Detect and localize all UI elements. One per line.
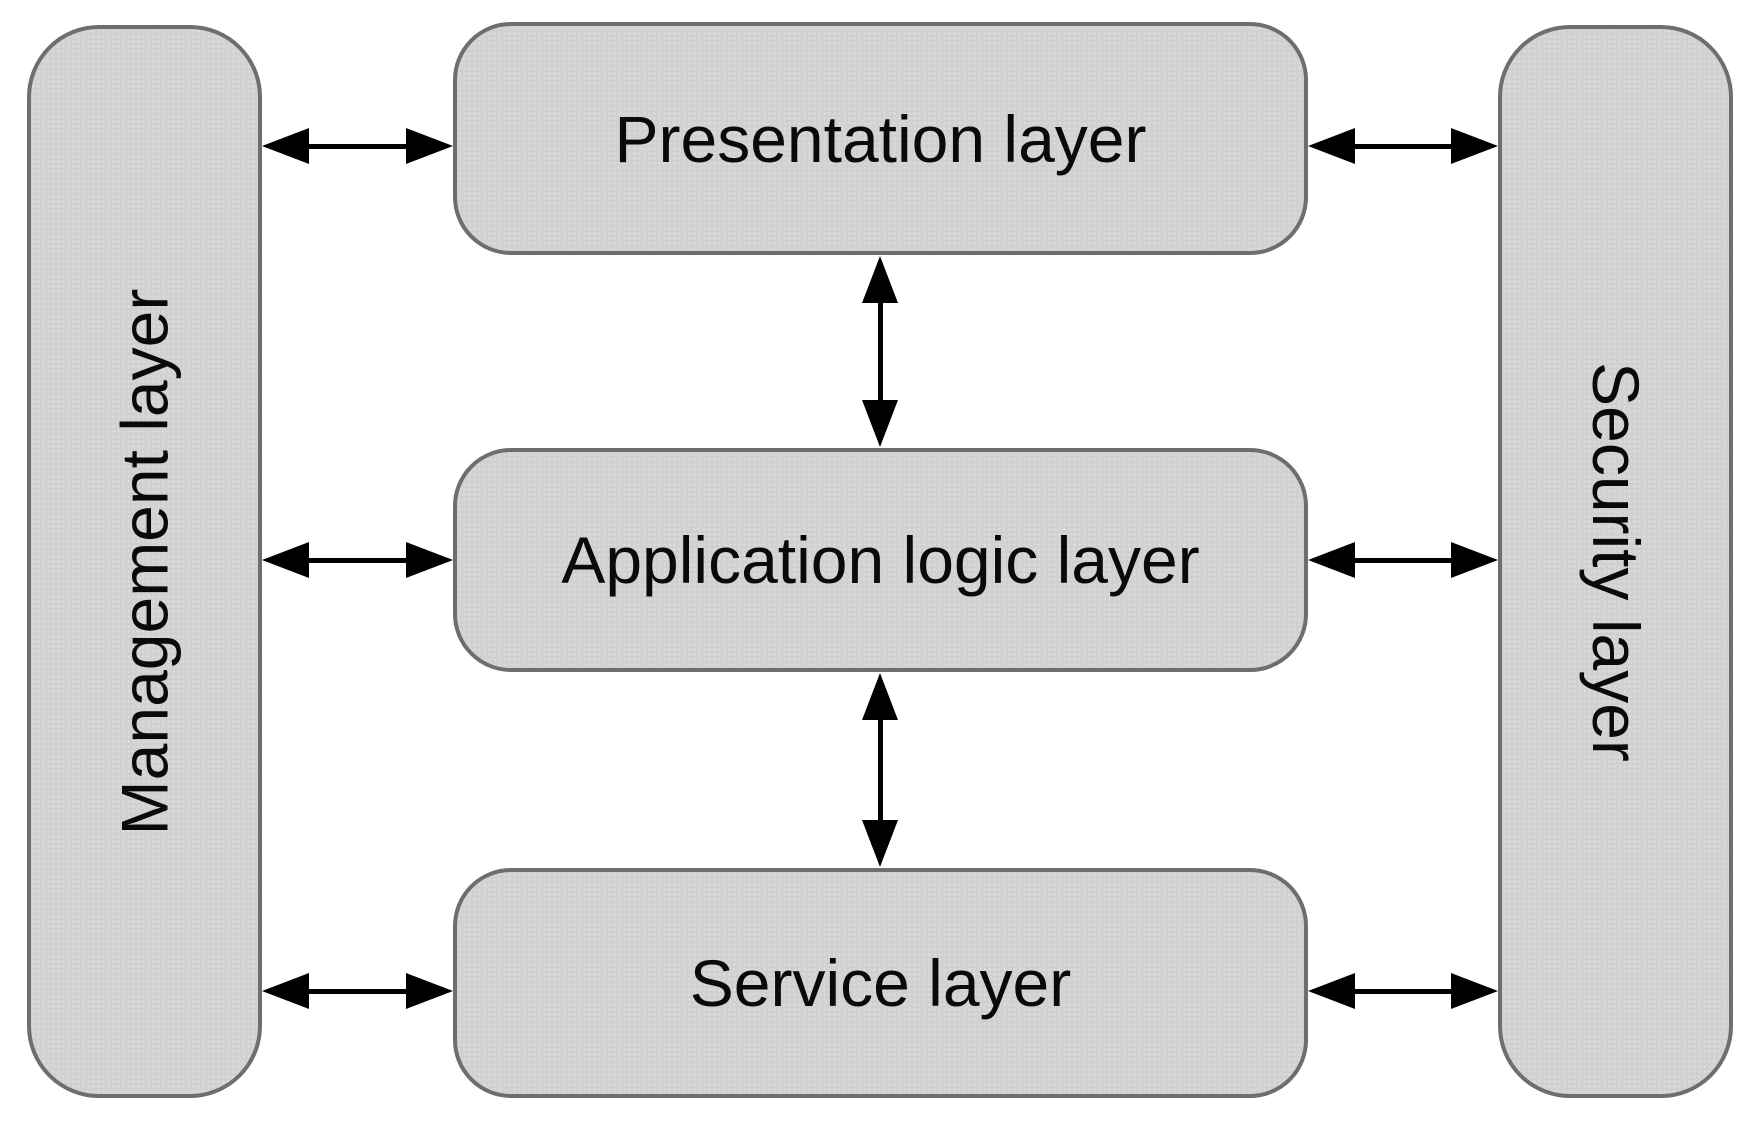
application-logic-layer-box: Application logic layer xyxy=(453,448,1308,672)
security-layer-box: Security layer xyxy=(1498,25,1733,1098)
service-layer-box: Service layer xyxy=(453,868,1308,1098)
arrowhead-down-icon xyxy=(862,820,898,867)
arrowhead-left-icon xyxy=(1308,973,1355,1009)
arrow-application-security xyxy=(1308,542,1498,578)
presentation-layer-box: Presentation layer xyxy=(453,22,1308,255)
arrowhead-right-icon xyxy=(406,128,453,164)
arrow-shaft xyxy=(877,301,883,402)
arrowhead-right-icon xyxy=(1451,542,1498,578)
arrow-presentation-application xyxy=(862,256,898,447)
arrow-presentation-security xyxy=(1308,128,1498,164)
arrowhead-left-icon xyxy=(1308,542,1355,578)
arrow-shaft xyxy=(307,557,408,563)
arrowhead-left-icon xyxy=(262,542,309,578)
arrowhead-up-icon xyxy=(862,256,898,303)
service-layer-label: Service layer xyxy=(689,946,1072,1020)
arrowhead-left-icon xyxy=(262,128,309,164)
arrow-shaft xyxy=(307,143,408,149)
arrow-shaft xyxy=(307,988,408,994)
arrowhead-right-icon xyxy=(1451,973,1498,1009)
application-logic-layer-label: Application logic layer xyxy=(561,523,1200,597)
arrow-management-presentation xyxy=(262,128,453,164)
arrow-service-security xyxy=(1308,973,1498,1009)
arrow-shaft xyxy=(1353,557,1453,563)
arrowhead-right-icon xyxy=(1451,128,1498,164)
security-layer-label: Security layer xyxy=(1578,361,1653,762)
arrowhead-left-icon xyxy=(262,973,309,1009)
arrow-shaft xyxy=(877,718,883,822)
arrow-shaft xyxy=(1353,143,1453,149)
arrow-shaft xyxy=(1353,988,1453,994)
management-layer-label: Management layer xyxy=(107,288,182,835)
arrow-management-application xyxy=(262,542,453,578)
arrow-management-service xyxy=(262,973,453,1009)
arrowhead-down-icon xyxy=(862,400,898,447)
arrowhead-left-icon xyxy=(1308,128,1355,164)
management-layer-box: Management layer xyxy=(27,25,262,1098)
arrowhead-right-icon xyxy=(406,542,453,578)
arrowhead-up-icon xyxy=(862,673,898,720)
arrowhead-right-icon xyxy=(406,973,453,1009)
arrow-application-service xyxy=(862,673,898,867)
presentation-layer-label: Presentation layer xyxy=(614,101,1147,176)
